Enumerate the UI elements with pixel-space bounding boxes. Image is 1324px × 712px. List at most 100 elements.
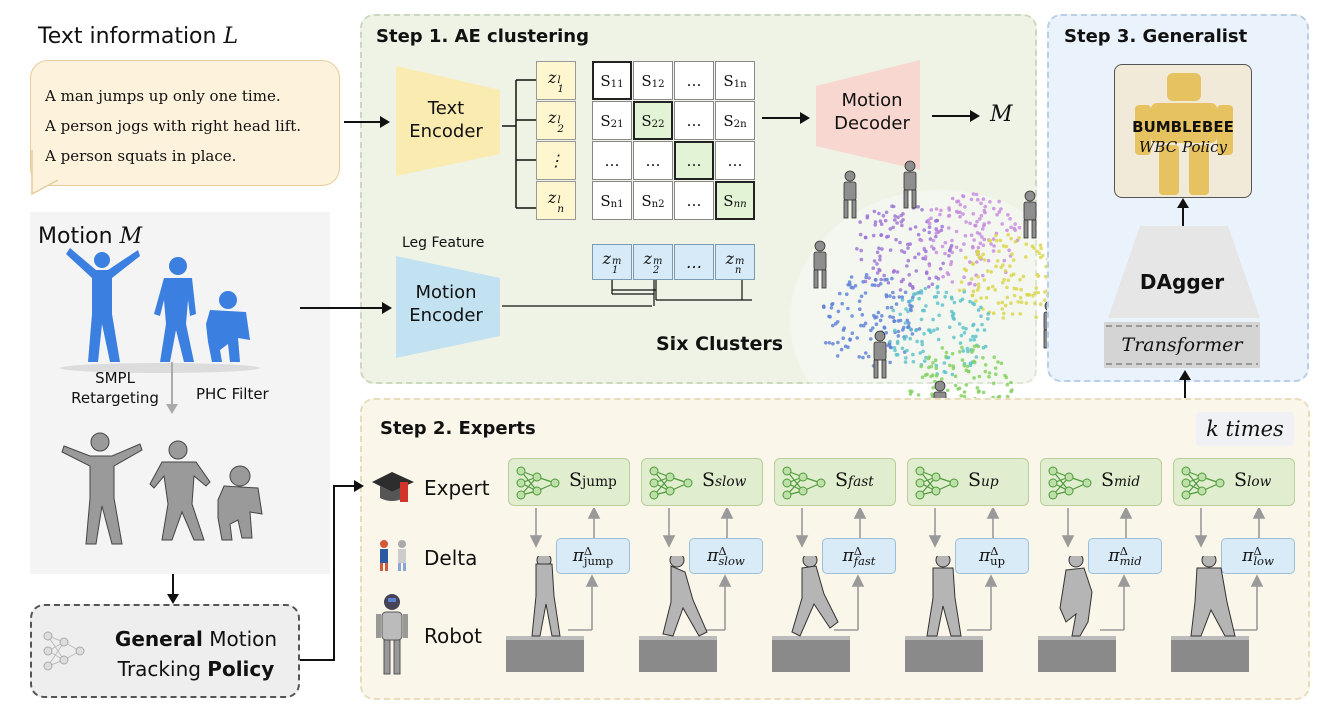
expert-sub: jump [582,474,617,490]
cluster-point [1005,228,1009,233]
zm-bracket [612,280,752,301]
cluster-point [1003,303,1008,308]
cluster-point [911,352,915,357]
cluster-point [908,392,913,396]
wbc-policy-label: WBC Policy [1139,138,1227,156]
delta-sub: low [1253,554,1274,568]
cluster-point [1024,255,1028,259]
cluster-point [964,326,968,331]
cluster-point [1009,301,1013,305]
cluster-point [940,244,945,249]
cluster-point [1008,217,1012,221]
cluster-point [986,312,990,316]
cluster-point [979,296,983,300]
robot-pose-image [639,556,717,672]
delta-sub: mid [1119,554,1142,568]
motion-encoder-shape [396,256,500,358]
cluster-point [958,299,963,303]
cluster-point [831,342,835,346]
cluster-point [1012,293,1017,298]
cluster-point [923,286,928,291]
cluster-point [1010,252,1014,256]
cluster-point [1041,253,1045,258]
cluster-point [850,314,854,318]
cluster-point [983,369,988,374]
cluster-point [900,346,905,351]
cluster-point [930,282,935,286]
cluster-point [992,244,996,248]
text-encoder-label: Text Encoder [409,98,483,142]
cluster-point [919,238,924,243]
cluster-point [919,317,924,322]
cluster-point [858,220,862,224]
cluster-point [944,354,948,359]
cluster-point [934,250,939,255]
k-times-label: k times [1196,412,1294,446]
neural-network-icon [649,466,693,500]
cluster-point [932,328,936,333]
latent-base: ⋮ [548,151,564,170]
cluster-point [971,192,976,196]
cluster-point [1043,298,1047,303]
cluster-point [1011,272,1016,276]
cluster-point [829,306,834,310]
cluster-point [861,323,866,328]
cluster-point [999,361,1004,366]
cluster-point [943,295,947,299]
cluster-point [935,327,940,331]
cluster-point [1010,388,1014,392]
expert-arrows [529,508,601,631]
cluster-point [1026,293,1030,297]
cluster-point [888,360,892,365]
arrow-grid-to-decoder [762,112,810,124]
cluster-point [940,224,944,229]
cluster-point [1018,277,1022,282]
cluster-point [982,237,987,242]
cluster-point [977,389,981,393]
cluster-point [929,374,933,379]
expert-arrows [1061,508,1133,631]
cluster-point [895,270,900,274]
cluster-point [858,307,862,311]
cluster-point [860,313,865,317]
cluster-point [894,302,899,306]
cluster-point [863,291,868,295]
cluster-point [989,270,993,274]
cluster-point [891,308,896,313]
cluster-point [974,299,978,303]
latent-sub: 2 [557,122,565,135]
expert-sub: up [981,474,999,490]
cluster-point [1039,246,1043,251]
robot-icon [376,594,408,675]
cluster-point [898,312,902,317]
cluster-point [879,233,884,237]
cluster-point [978,241,983,246]
cluster-point [1034,286,1039,290]
cluster-point [924,249,928,254]
cluster-point [905,348,909,353]
latent-sup: l [557,193,561,206]
cluster-point [986,269,990,273]
cluster-point [927,221,932,226]
cluster-point [865,215,870,220]
cluster-point [922,332,926,336]
cluster-point [975,231,980,235]
delta-pi: π [1108,546,1120,566]
cluster-point [892,319,896,323]
cluster-point [941,261,945,266]
cluster-point [981,252,985,257]
similarity-sub: n2 [651,199,665,210]
similarity-base: S [723,191,734,210]
cluster-point [969,277,974,281]
cluster-point [920,342,924,347]
cluster-point [928,237,933,241]
cluster-point [901,325,906,330]
cluster-point [927,276,932,281]
cluster-point [971,262,975,266]
